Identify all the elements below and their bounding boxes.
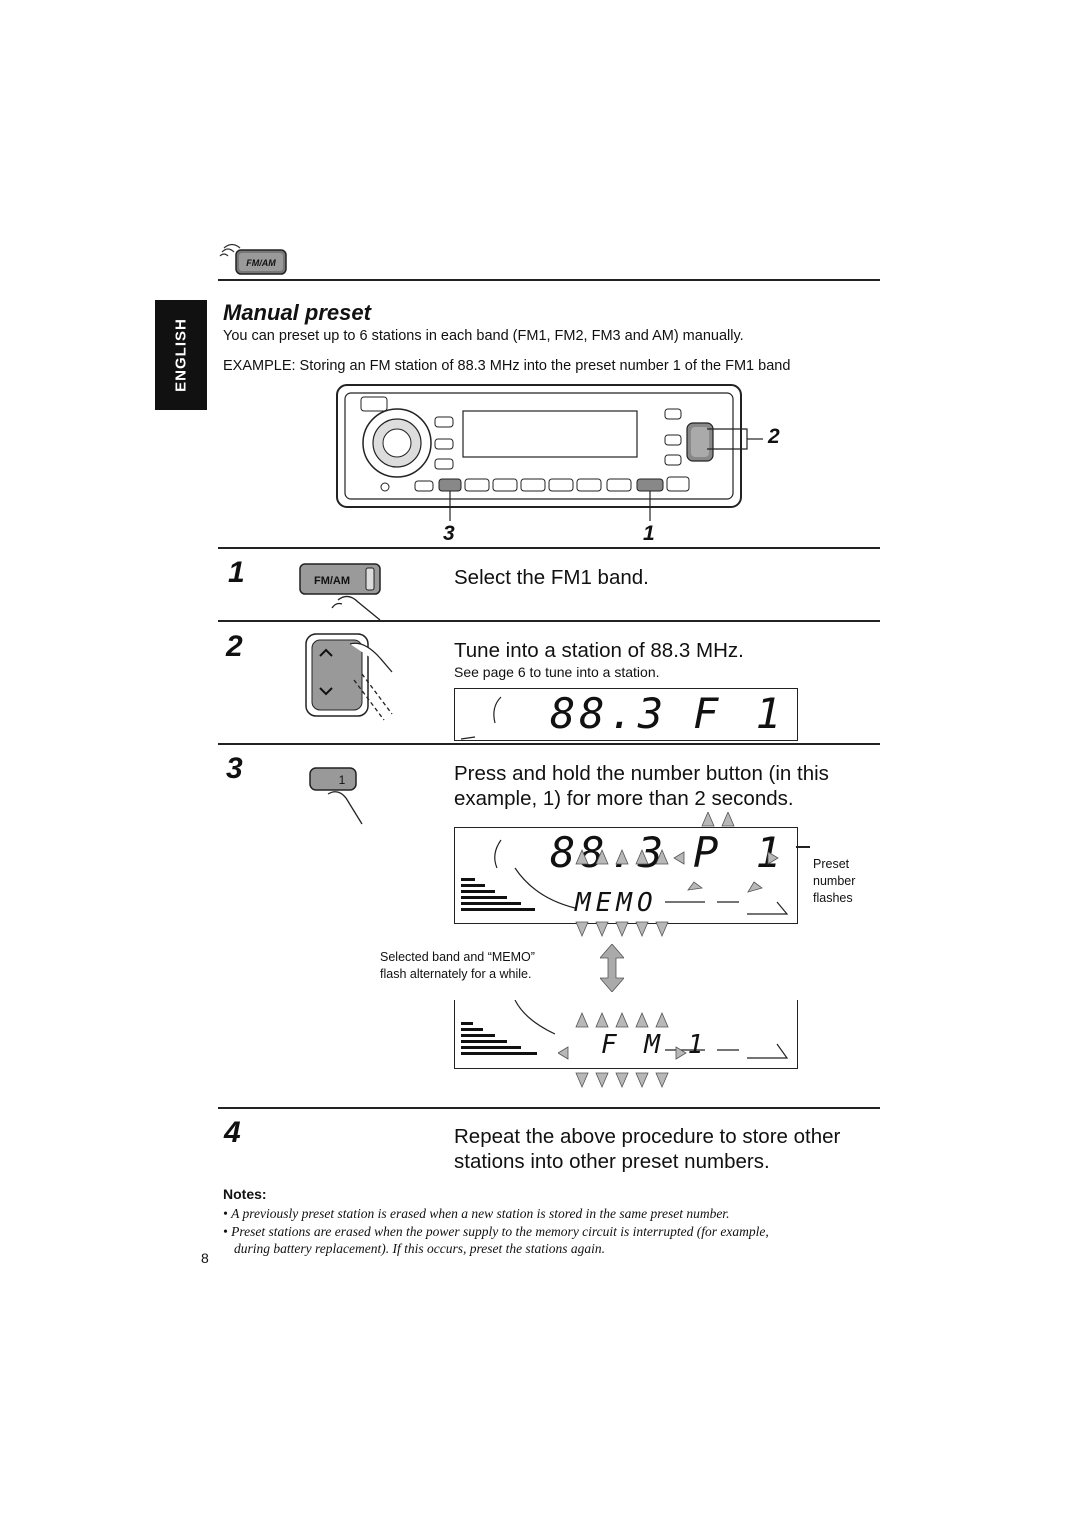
svg-text:1: 1: [339, 773, 346, 787]
note-item: • A previously preset station is erased …: [223, 1206, 730, 1221]
fm-am-band-icon: FM/AM: [218, 242, 290, 283]
step-4-rule: [218, 1107, 880, 1109]
svg-text:FM/AM: FM/AM: [246, 258, 276, 268]
step-4-text-line1: Repeat the above procedure to store othe…: [454, 1125, 841, 1148]
flash-indicator-arrows: [558, 810, 798, 957]
lcd-display-memo: 88.3 P 1 MEMO: [454, 827, 798, 924]
header-rule: [218, 279, 880, 281]
alternate-caption: Selected band and “MEMO” flash alternate…: [380, 950, 535, 981]
example-text: EXAMPLE: Storing an FM station of 88.3 M…: [223, 358, 791, 374]
lcd-preset-number: P 1: [693, 828, 787, 877]
step-3-text-line1: Press and hold the number button (in thi…: [454, 762, 829, 785]
step-4-number: 4: [224, 1116, 241, 1149]
number-button-illustration: 1: [308, 764, 378, 835]
step-3-rule: [218, 743, 880, 745]
step-2-text: Tune into a station of 88.3 MHz.: [454, 639, 744, 662]
step-1-text: Select the FM1 band.: [454, 566, 649, 589]
note-item-continuation: during battery replacement). If this occ…: [234, 1241, 605, 1256]
step-2-rule: [218, 620, 880, 622]
tune-button-illustration: [298, 630, 398, 743]
step-2-number: 2: [226, 630, 243, 663]
page-number: 8: [201, 1250, 209, 1266]
svg-text:FM/AM: FM/AM: [314, 575, 350, 587]
section-title: Manual preset: [223, 300, 371, 325]
callout-1: 1: [643, 522, 655, 545]
flash-indicator-arrows: [557, 1005, 698, 1102]
lcd-frequency: 88.3: [550, 689, 668, 738]
language-tab-label: ENGLISH: [172, 318, 190, 392]
note-item: • Preset stations are erased when the po…: [223, 1224, 769, 1239]
step-1-number: 1: [228, 556, 245, 589]
step-3-number: 3: [226, 752, 243, 785]
lcd-band: F M 1: [601, 1030, 710, 1060]
lcd-band: F 1: [693, 689, 787, 738]
callout-2: 2: [768, 425, 780, 448]
step-3-text-line2: example, 1) for more than 2 seconds.: [454, 787, 794, 810]
lcd-memo: MEMO: [575, 888, 658, 918]
car-stereo-diagram: [335, 383, 795, 548]
lcd-display-tuned: 88.3 F 1: [454, 688, 798, 741]
preset-callout-line: [796, 846, 810, 848]
preset-caption: Preset number flashes: [813, 857, 856, 905]
callout-3: 3: [443, 522, 455, 545]
lcd-frequency: 88.3: [550, 828, 668, 877]
step-4-text-line2: stations into other preset numbers.: [454, 1150, 770, 1173]
lcd-display-band: F M 1: [454, 1000, 798, 1069]
notes-heading: Notes:: [223, 1186, 267, 1202]
language-tab: ENGLISH: [155, 300, 207, 410]
step-1-rule: [218, 547, 880, 549]
fm-am-button-illustration: FM/AM: [298, 560, 398, 627]
intro-text: You can preset up to 6 stations in each …: [223, 328, 744, 344]
step-2-subtext: See page 6 to tune into a station.: [454, 664, 660, 680]
alternate-arrow-icon: [599, 943, 625, 997]
